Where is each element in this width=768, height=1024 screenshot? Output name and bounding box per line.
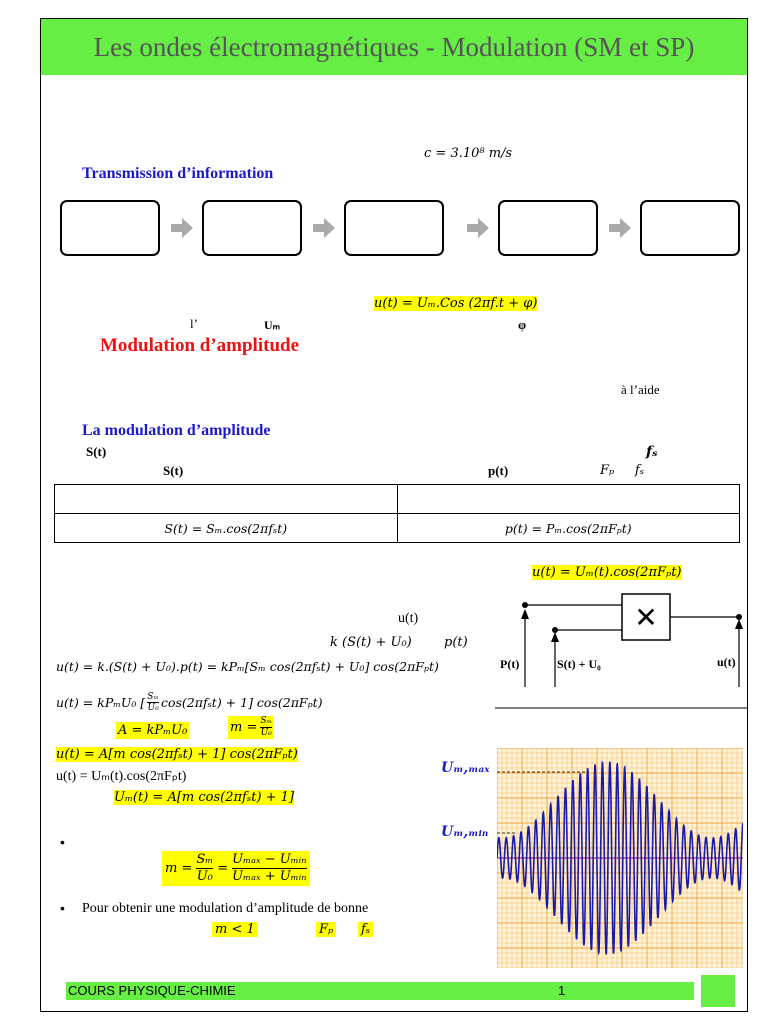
table-cell: p(t) = Pₘ.cos(2πFₚt): [396, 513, 740, 543]
fragment-l: l’: [190, 316, 198, 331]
label-u: u(t): [717, 655, 736, 669]
s-label: S(t): [86, 444, 107, 459]
chain-box-4: [498, 200, 598, 256]
equation-2-part-a: u(t) = kPₘU₀ [: [56, 695, 146, 710]
arrow-right-icon: [171, 218, 193, 238]
fraction: Uₘₐₓ − Uₘᵢₙ Uₘₐₓ + Uₘᵢₙ: [232, 852, 307, 885]
fs-label: fₛ: [646, 444, 658, 460]
table-row: S(t) = Sₘ.cos(2πfₛt) p(t) = Pₘ.cos(2πFₚt…: [54, 513, 740, 543]
fraction-denominator: U₀: [196, 869, 213, 884]
fragment-phi: φ: [518, 317, 527, 332]
chain-box-1: [60, 200, 160, 256]
table-row: [54, 484, 740, 514]
footer-bar: [66, 982, 694, 1000]
equation-3: u(t) = A[m cos(2πfₛt) + 1] cos(2πFₚt): [56, 747, 298, 762]
table-cell: [54, 484, 398, 514]
table-cell: S(t) = Sₘ.cos(2πfₛt): [54, 513, 398, 543]
arrow-right-icon: [467, 218, 489, 238]
modulation-rate-formula: m = Sₘ U₀ = Uₘₐₓ − Uₘᵢₙ Uₘₐₓ + Uₘᵢₙ: [162, 851, 310, 886]
condition-fp: Fₚ: [316, 922, 337, 937]
carrier-equation: u(t) = Uₘ.Cos (2πf.t + φ): [374, 296, 538, 311]
fraction-numerator: Sₘ: [260, 716, 273, 728]
umin-label: Uₘ,ₘᵢₙ: [441, 824, 489, 840]
page-title: Les ondes électromagnétiques - Modulatio…: [93, 31, 695, 62]
fraction-numerator: Sₘ: [196, 852, 214, 869]
pt-expression: p(t): [444, 635, 468, 650]
quality-text: Pour obtenir une modulation d’amplitude …: [82, 901, 369, 916]
equals-sign: =: [217, 861, 229, 876]
celerity-formula: c = 3.10⁸ m/s: [424, 146, 513, 161]
page-border: [40, 18, 748, 1012]
m-definition: m = Sₘ U₀: [228, 716, 275, 739]
fraction-denominator: U₀: [260, 728, 272, 738]
k-expression: k (S(t) + U₀): [330, 635, 412, 650]
arrow-right-icon: [313, 218, 335, 238]
footer-course: COURS PHYSIQUE-CHIMIE: [68, 983, 236, 998]
label-p: P(t): [500, 657, 520, 671]
footer-square: [701, 975, 735, 1007]
modulation-rate-lhs: m =: [165, 861, 193, 876]
table-cell: [396, 484, 740, 514]
fraction-numerator: Sₘ: [147, 692, 159, 703]
multiplier-diagram: [495, 593, 747, 709]
label-s-plus-u0: S(t) + U₀: [557, 657, 601, 671]
modulation-title: Modulation d’amplitude: [100, 335, 300, 356]
equation-4: u(t) = Uₘ(t).cos(2πFₚt): [56, 769, 187, 784]
condition-fs: fₛ: [358, 922, 374, 937]
condition-m: m < 1: [212, 922, 258, 937]
equation-2: u(t) = kPₘU₀ [ Sₘ U₀ cos(2πfₛt) + 1] cos…: [56, 692, 323, 713]
modulated-equation-top: u(t) = Uₘ(t).cos(2πFₚt): [532, 565, 682, 580]
fp-fs-label: Fₚ fₛ: [600, 463, 645, 478]
fragment-um: Uₘ: [264, 318, 281, 332]
A-definition: A = kPₘU₀: [116, 722, 190, 739]
fraction: Sₘ U₀: [260, 716, 273, 739]
arrow-right-icon: [609, 218, 631, 238]
bullet: •: [60, 900, 65, 916]
fraction-denominator: U₀: [147, 703, 159, 713]
bullet: •: [60, 834, 65, 850]
equation-1: u(t) = k.(S(t) + U₀).p(t) = kPₘ[Sₘ cos(2…: [56, 659, 439, 674]
col-p-label: p(t): [488, 463, 509, 478]
signal-table: S(t) = Sₘ.cos(2πfₛt) p(t) = Pₘ.cos(2πFₚt…: [54, 484, 740, 543]
equation-5: Uₘ(t) = A[m cos(2πfₛt) + 1]: [114, 790, 295, 805]
umax-label: Uₘ,ₘₐₓ: [441, 760, 490, 776]
equation-2-part-b: cos(2πfₛt) + 1] cos(2πFₚt): [160, 695, 323, 710]
oscillogram: [497, 748, 743, 968]
chain-box-3: [344, 200, 444, 256]
fragment-aide: à l’aide: [621, 382, 660, 397]
chain-box-2: [202, 200, 302, 256]
m-definition-lhs: m =: [230, 720, 258, 735]
ut-label: u(t): [398, 611, 419, 626]
fraction: Sₘ U₀: [196, 852, 214, 885]
multiply-icon: ✕: [634, 600, 658, 634]
page-header: Les ondes électromagnétiques - Modulatio…: [41, 19, 747, 75]
col-s-label: S(t): [163, 463, 184, 478]
am-section-title: La modulation d’amplitude: [82, 422, 271, 439]
fraction-denominator: Uₘₐₓ + Uₘᵢₙ: [232, 869, 307, 884]
page-number: 1: [558, 983, 566, 998]
fraction-numerator: Uₘₐₓ − Uₘᵢₙ: [232, 852, 307, 869]
am-signal: [497, 760, 743, 956]
chain-box-5: [640, 200, 740, 256]
transmission-title: Transmission d’information: [82, 165, 274, 182]
fraction: Sₘ U₀: [147, 692, 159, 713]
